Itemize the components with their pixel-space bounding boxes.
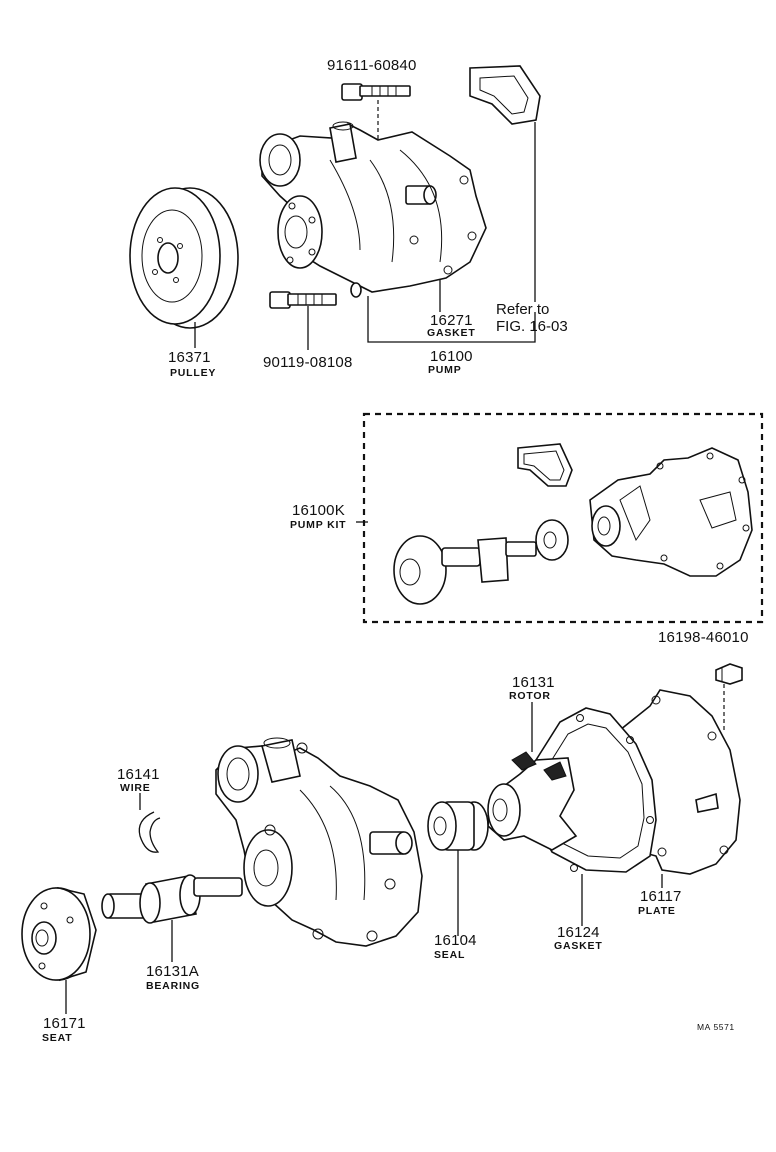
bolt-lower xyxy=(269,291,337,350)
seal xyxy=(427,801,489,936)
gasket-upper-number: 16271 xyxy=(430,312,473,329)
screw xyxy=(715,663,743,730)
pump-kit-number: 16100K xyxy=(292,502,345,519)
water-pump-top xyxy=(259,121,536,343)
drawing-code: MA 5571 xyxy=(697,1022,735,1032)
gasket-upper-name: GASKET xyxy=(427,327,476,339)
wire-name: WIRE xyxy=(120,782,151,794)
gasket-lower-name: GASKET xyxy=(554,940,603,952)
seat-number: 16171 xyxy=(43,1015,86,1032)
plate-name: PLATE xyxy=(638,905,676,917)
plate-number: 16117 xyxy=(640,888,682,905)
bearing-number: 16131A xyxy=(146,963,199,980)
pump-kit-box xyxy=(356,412,764,624)
bearing xyxy=(101,874,243,962)
wire-clip xyxy=(138,793,161,853)
rotor xyxy=(487,702,578,851)
pulley-name: PULLEY xyxy=(170,367,217,379)
seat-name: SEAT xyxy=(42,1032,73,1044)
gasket-lower-number: 16124 xyxy=(557,924,600,941)
water-pump-lower xyxy=(215,737,423,947)
bolt-top-number: 91611-60840 xyxy=(327,57,417,74)
bearing-name: BEARING xyxy=(146,980,201,992)
pulley-number: 16371 xyxy=(168,349,211,366)
seal-number: 16104 xyxy=(434,932,477,949)
screw-number: 16198-46010 xyxy=(658,629,749,646)
rotor-name: ROTOR xyxy=(509,690,551,702)
gasket-upper xyxy=(439,65,541,312)
pump-number: 16100 xyxy=(430,348,473,365)
bolt-top xyxy=(341,83,411,200)
pump-name: PUMP xyxy=(428,364,462,376)
seat xyxy=(21,886,97,1014)
seal-name: SEAL xyxy=(434,949,466,961)
wire-number: 16141 xyxy=(117,766,160,783)
pump-kit-name: PUMP KIT xyxy=(290,519,347,531)
pulley xyxy=(129,187,239,348)
rotor-number: 16131 xyxy=(512,674,555,691)
reference-line-2: FIG. 16-03 xyxy=(496,318,568,335)
reference-line-1: Refer to xyxy=(496,301,550,318)
bolt-lower-number: 90119-08108 xyxy=(263,354,353,371)
